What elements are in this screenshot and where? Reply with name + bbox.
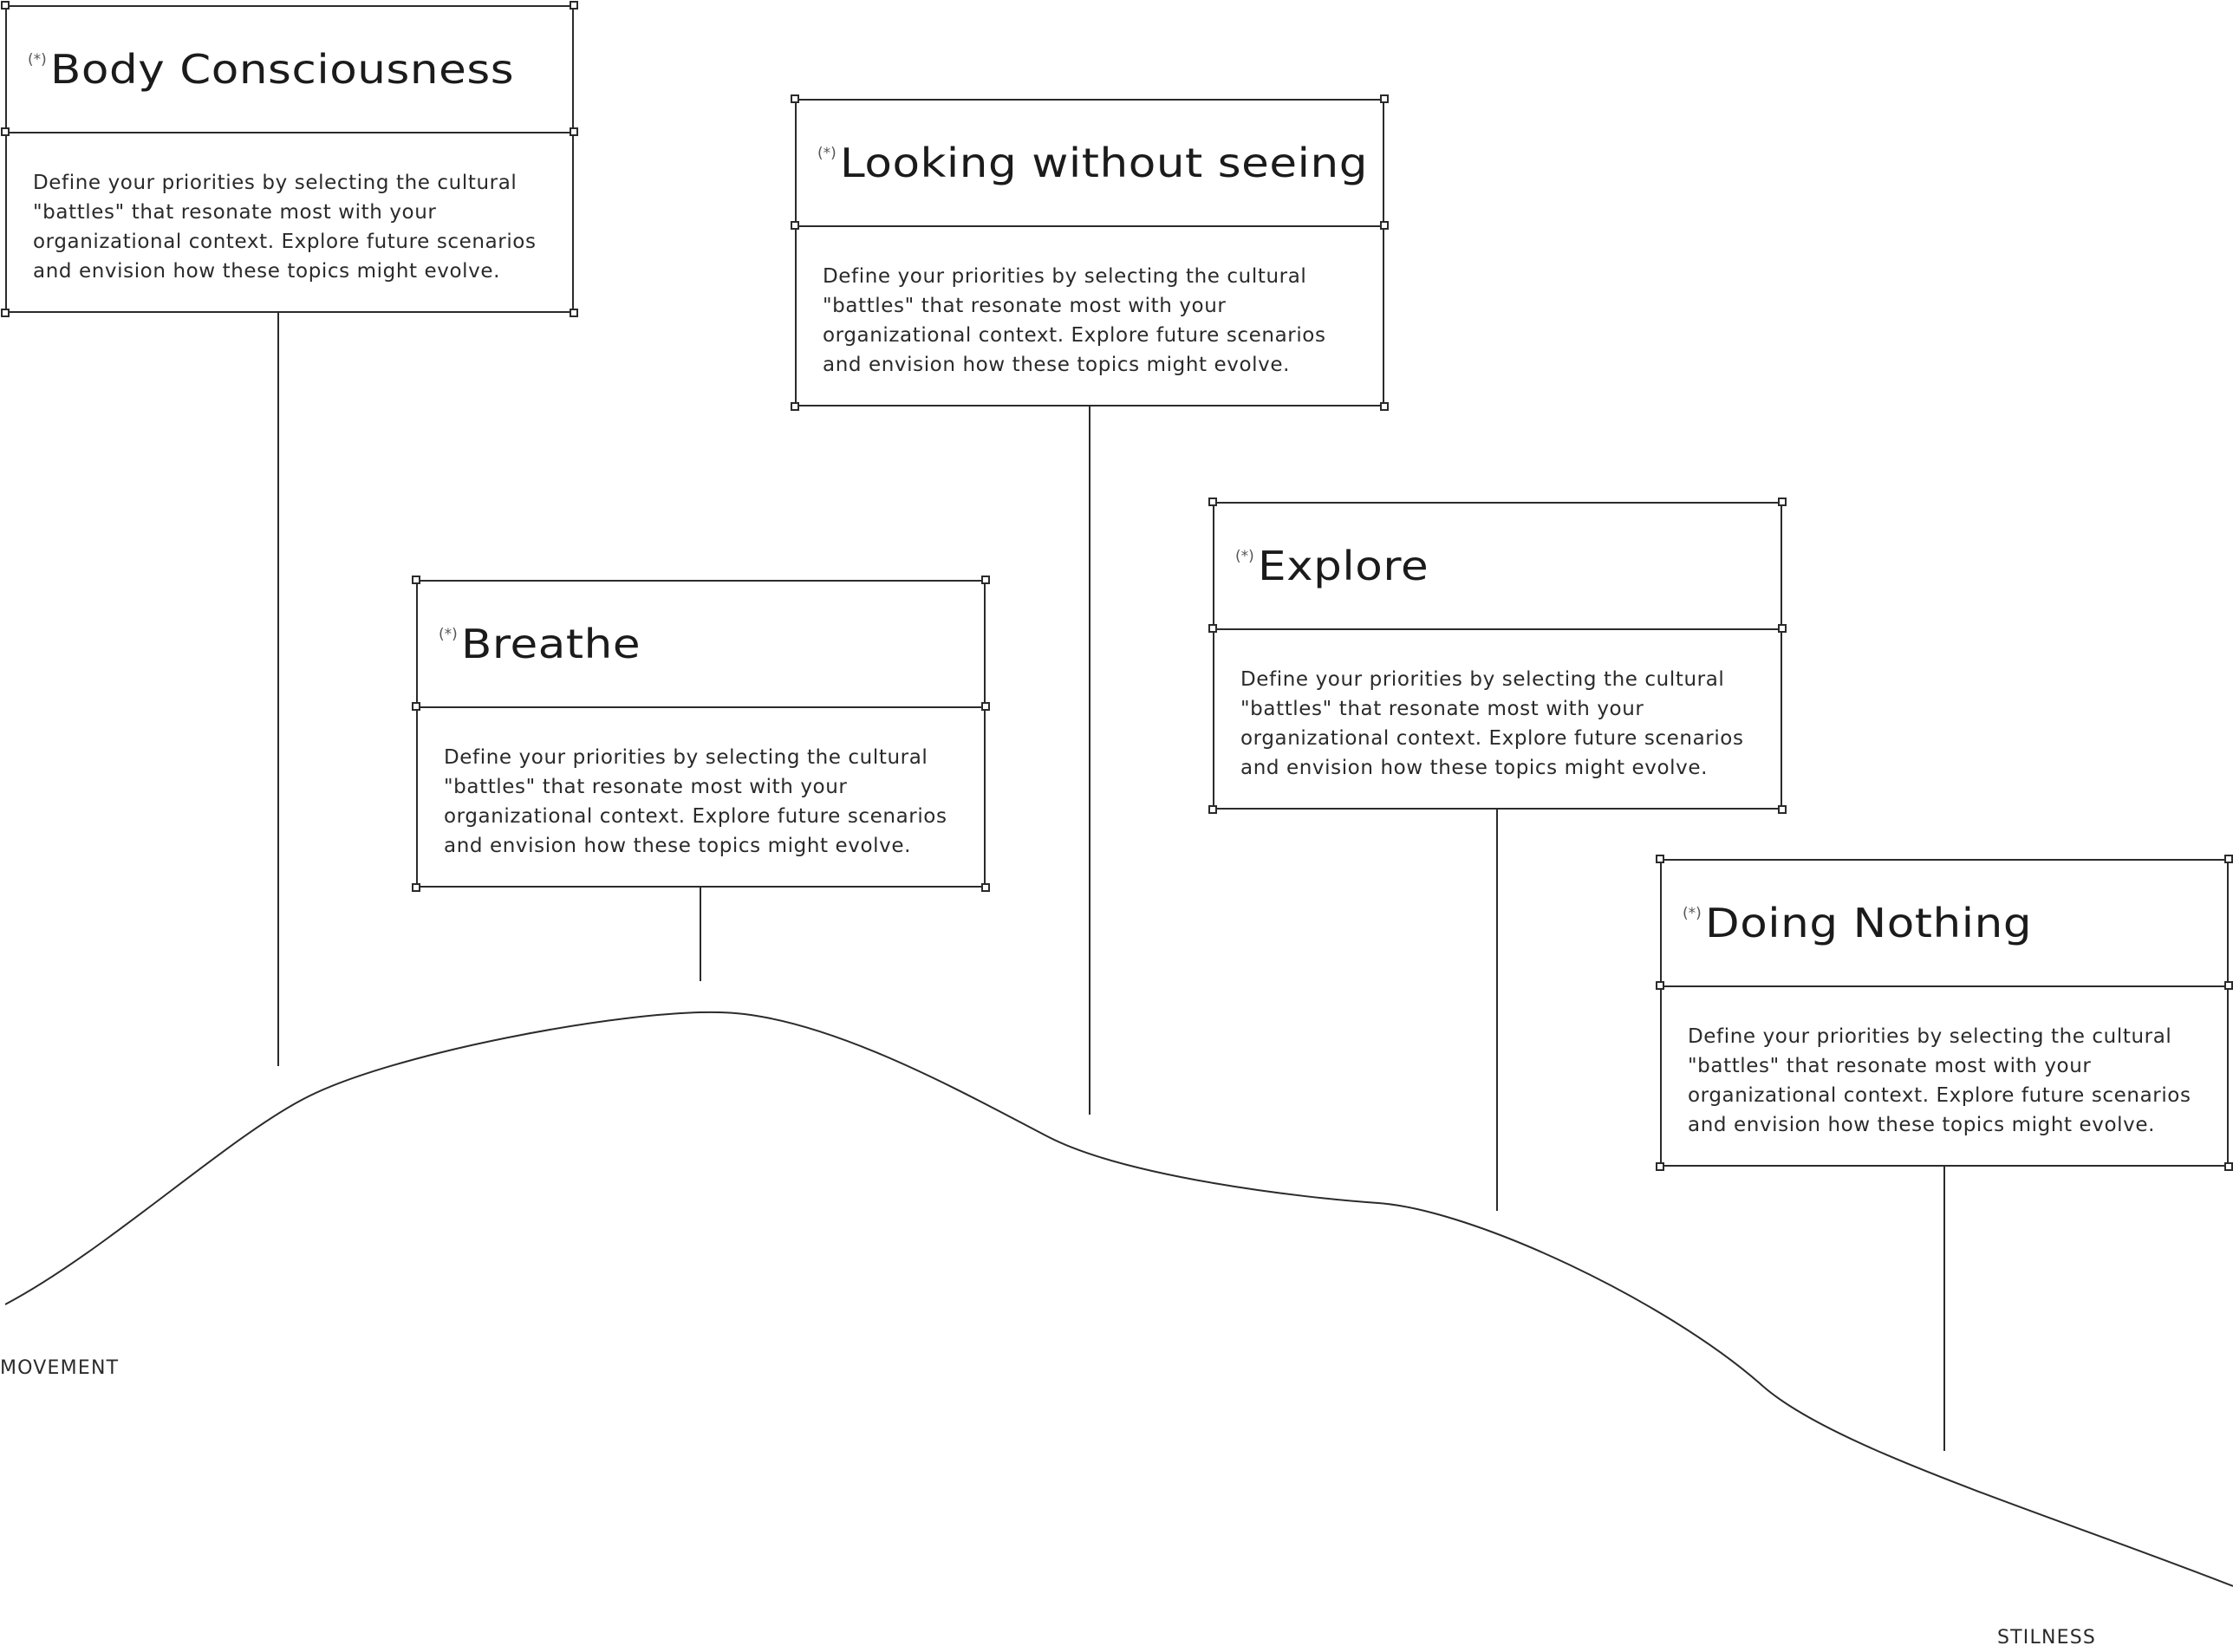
card-description: Define your priorities by selecting the … [1688,1025,2191,1136]
resize-handle[interactable] [1208,498,1217,506]
asterisk-marker: (*) [817,145,837,162]
resize-handle[interactable] [570,309,578,317]
resize-handle[interactable] [2224,1162,2233,1171]
resize-handle[interactable] [981,576,990,584]
movement-stillness-curve [4,1011,2233,1587]
card-header: (*) Explore [1214,504,1781,630]
card-title: Looking without seeing [839,140,1368,186]
resize-handle[interactable] [981,702,990,711]
resize-handle[interactable] [570,127,578,136]
resize-handle[interactable] [412,576,420,584]
asterisk-marker: (*) [1235,548,1254,565]
card-description: Define your priorities by selecting the … [823,265,1326,376]
resize-handle[interactable] [1,127,10,136]
resize-handle[interactable] [791,94,799,103]
card-title: Breathe [460,621,641,667]
resize-handle[interactable] [1,1,10,10]
card-description: Define your priorities by selecting the … [1240,668,1744,779]
resize-handle[interactable] [981,883,990,892]
card-title: Body Consciousness [49,46,514,93]
card-looking-without-seeing[interactable]: (*) Looking without seeing Define your p… [791,94,1389,411]
resize-handle[interactable] [570,1,578,10]
resize-handle[interactable] [2224,855,2233,863]
resize-handle[interactable] [1380,221,1389,230]
resize-handle[interactable] [1778,498,1787,506]
card-title: Doing Nothing [1704,900,2032,946]
asterisk-marker: (*) [28,51,47,68]
resize-handle[interactable] [1656,981,1664,990]
asterisk-marker: (*) [439,626,458,643]
resize-handle[interactable] [1656,1162,1664,1171]
resize-handle[interactable] [1208,624,1217,633]
card-description: Define your priorities by selecting the … [33,172,537,283]
card-explore[interactable]: (*) Explore Define your priorities by se… [1208,498,1787,814]
card-doing-nothing[interactable]: (*) Doing Nothing Define your priorities… [1656,855,2233,1171]
axis-start-label: MOVEMENT [0,1357,120,1379]
resize-handle[interactable] [2224,981,2233,990]
resize-handle[interactable] [1380,94,1389,103]
card-description: Define your priorities by selecting the … [444,746,947,857]
card-header: (*) Body Consciousness [7,7,572,133]
card-header: (*) Breathe [418,582,984,708]
axis-end-label: STILNESS [1997,1627,2097,1649]
resize-handle[interactable] [412,702,420,711]
resize-handle[interactable] [1380,402,1389,411]
card-header: (*) Looking without seeing [797,101,1383,227]
card-breathe[interactable]: (*) Breathe Define your priorities by se… [412,576,990,892]
card-body-consciousness[interactable]: (*) Body Consciousness Define your prior… [1,1,578,317]
card-header: (*) Doing Nothing [1662,861,2227,987]
resize-handle[interactable] [1778,805,1787,814]
resize-handle[interactable] [1208,805,1217,814]
card-title: Explore [1257,543,1429,589]
resize-handle[interactable] [1778,624,1787,633]
resize-handle[interactable] [791,402,799,411]
resize-handle[interactable] [1,309,10,317]
asterisk-marker: (*) [1683,905,1702,922]
resize-handle[interactable] [1656,855,1664,863]
resize-handle[interactable] [412,883,420,892]
resize-handle[interactable] [791,221,799,230]
